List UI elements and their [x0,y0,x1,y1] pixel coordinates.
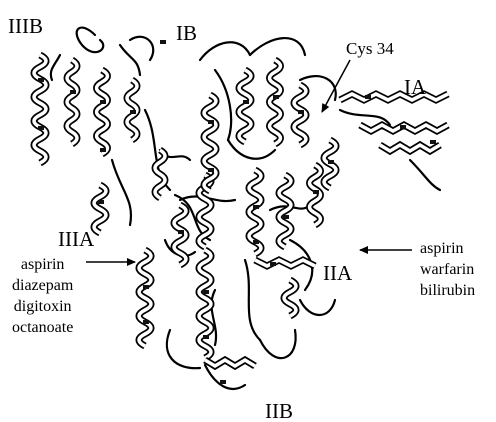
ligand-digitoxin: digitoxin [12,296,73,317]
domain-label-iib: IIB [265,401,293,422]
domain-label-iiia: IIIA [58,229,94,250]
ligand-warfarin: warfarin [420,259,475,280]
domain-label-ia: IA [404,77,426,98]
ligand-octanoate: octanoate [12,317,73,338]
ligand-aspirin-iiia: aspirin [12,254,73,275]
ligand-list-site-iia: aspirin warfarin bilirubin [420,238,475,301]
cys34-arrow [322,60,350,112]
ligand-aspirin-iia: aspirin [420,238,475,259]
domain-label-ib: IB [176,23,197,44]
alpha-helices [34,55,448,366]
residue-label-cys34: Cys 34 [346,40,394,57]
ligand-list-site-iiia: aspirin diazepam digitoxin octanoate [12,254,73,338]
domain-label-iia: IIA [323,263,352,284]
ligand-bilirubin: bilirubin [420,280,475,301]
domain-label-iiib: IIIB [8,16,43,37]
ligand-diazepam: diazepam [12,275,73,296]
